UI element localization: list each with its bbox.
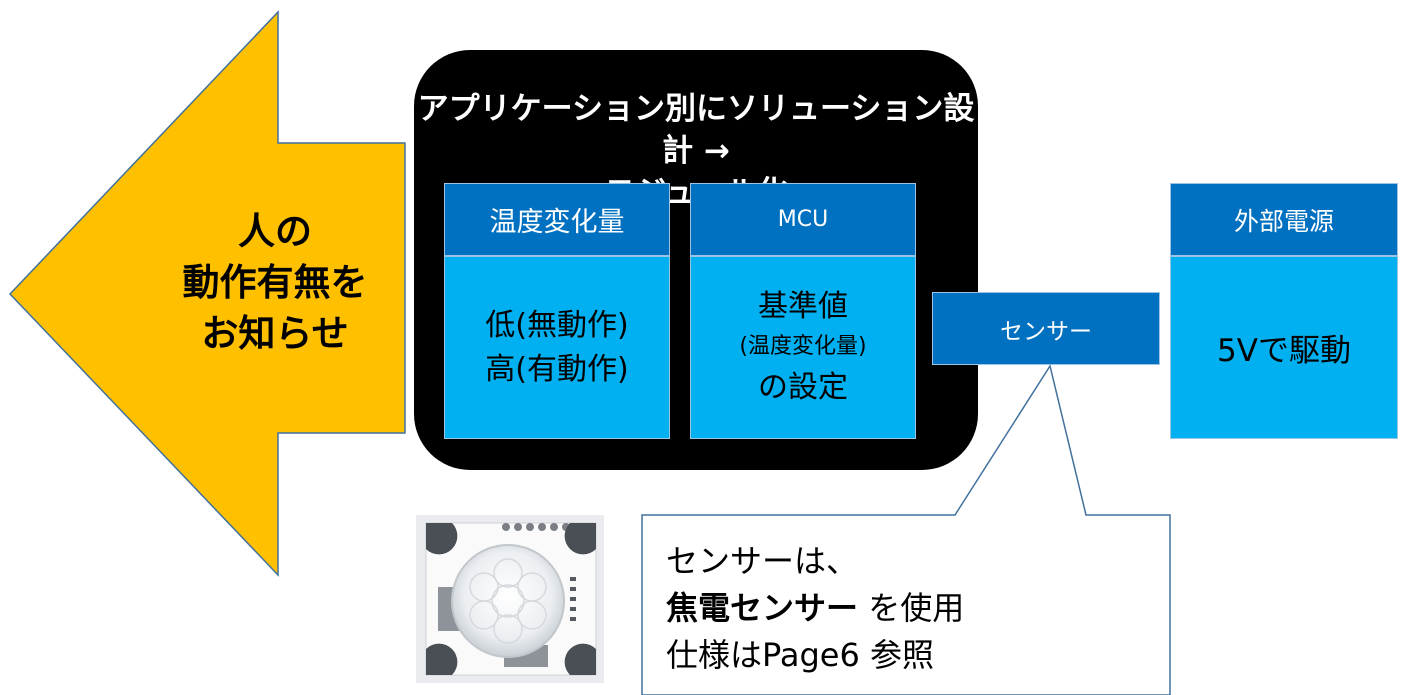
temp-block-line-1: 低(無動作) [485,307,629,343]
temp-block-header-label: 温度変化量 [489,207,625,238]
sensor-block: センサー [932,292,1160,365]
temp-block-line-2: 高(有動作) [485,351,629,387]
arrow-label-line-2: 動作有無を [182,261,368,304]
callout-line-2-rest: を使用 [858,589,965,627]
callout-text: センサーは、 焦電センサー を使用 仕様はPage6 参照 [666,538,996,679]
temp-block-body: 低(無動作) 高(有動作) [444,256,670,439]
power-block-header-label: 外部電源 [1233,206,1334,236]
mcu-block-line-3: の設定 [758,369,848,405]
mcu-block-line-1: 基準値 [758,288,848,324]
mcu-block-header: MCU [690,183,916,256]
callout-line-2: 焦電センサー を使用 [666,585,996,632]
sensor-block-label: センサー [1000,318,1092,345]
power-block-body: 5Vで駆動 [1170,256,1398,439]
arrow-label-line-1: 人の [238,210,312,253]
power-block-label: 5Vで駆動 [1217,333,1351,369]
mcu-block-header-label: MCU [777,207,829,232]
arrow-label-line-3: お知らせ [201,312,349,355]
callout-line-3: 仕様はPage6 参照 [666,636,935,674]
arrow-label: 人の 動作有無を お知らせ [150,206,400,359]
mcu-block-body: 基準値 (温度変化量) の設定 [690,256,916,439]
callout-line-1: センサーは、 [666,542,859,580]
left-arrow-shape [8,10,406,577]
callout-bold-text: 焦電センサー [666,589,859,627]
module-title-line-1: アプリケーション別にソリューション設計 → [417,91,975,169]
power-block-header: 外部電源 [1170,183,1398,256]
mcu-block-line-2: (温度変化量) [739,333,867,359]
pyroelectric-sensor-photo [416,515,604,683]
temp-block-header: 温度変化量 [444,183,670,256]
